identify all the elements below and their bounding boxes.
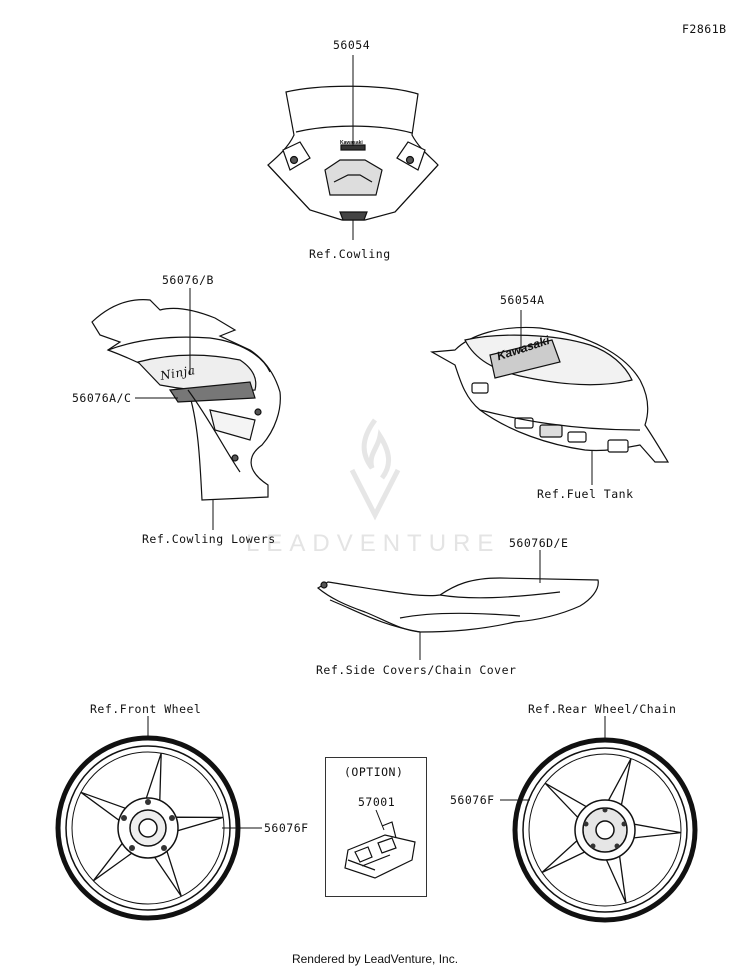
clip-part-drawing (344, 821, 416, 879)
windscreen-part-number[interactable]: 56054 (333, 38, 371, 52)
ref-cowling-lowers-label[interactable]: Ref.Cowling Lowers (142, 532, 276, 546)
ref-side-covers-label[interactable]: Ref.Side Covers/Chain Cover (316, 663, 517, 677)
ref-front-wheel-label[interactable]: Ref.Front Wheel (90, 702, 202, 716)
rear-wheel-drawing (512, 737, 698, 923)
front-wheel-drawing (55, 735, 241, 921)
cowling-part-number-c[interactable]: 56076A/C (72, 391, 132, 405)
leader-line (375, 809, 385, 831)
ref-rear-wheel-label[interactable]: Ref.Rear Wheel/Chain (528, 702, 677, 716)
option-title: (OPTION) (344, 765, 404, 779)
option-part-number[interactable]: 57001 (358, 795, 396, 809)
windscreen-drawing (267, 85, 439, 221)
side-cover-drawing (316, 577, 599, 633)
front-wheel-part-number[interactable]: 56076F (264, 821, 309, 835)
option-box (325, 757, 427, 897)
watermark-text: LEADVENTURE (246, 530, 501, 557)
figure-code: F2861B (682, 22, 727, 36)
ref-cowling-label[interactable]: Ref.Cowling (309, 247, 391, 261)
side-cover-part-number[interactable]: 56076D/E (509, 536, 569, 550)
footer-credit: Rendered by LeadVenture, Inc. (291, 952, 459, 966)
cowling-lowers-drawing (91, 299, 281, 501)
rear-wheel-part-number[interactable]: 56076F (450, 793, 495, 807)
watermark-logo (349, 418, 401, 521)
tank-part-number[interactable]: 56054A (500, 293, 545, 307)
ref-fuel-tank-label[interactable]: Ref.Fuel Tank (537, 487, 634, 501)
windscreen-logo-text: Kawasaki (340, 140, 363, 146)
fuel-tank-drawing (430, 326, 670, 463)
cowling-part-number-b[interactable]: 56076/B (162, 273, 214, 287)
